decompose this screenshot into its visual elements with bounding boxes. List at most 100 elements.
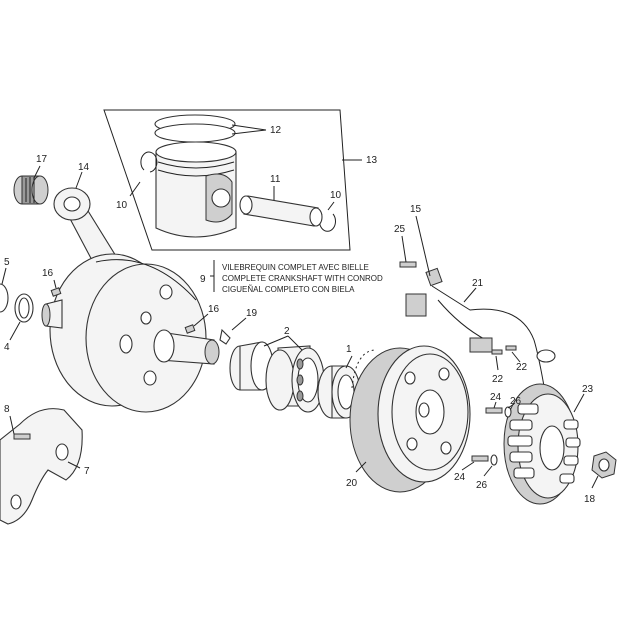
- callout-20: 20: [346, 478, 358, 489]
- caption-line-en: COMPLETE CRANKSHAFT WITH CONROD: [222, 274, 383, 283]
- bracket-hole-1: [55, 443, 69, 461]
- bracket-hole-2: [10, 494, 22, 510]
- leader-2a: [263, 335, 289, 347]
- bolt-24a: [485, 407, 503, 414]
- caption-line-es: CIGUEÑAL COMPLETO CON BIELA: [222, 285, 355, 294]
- harness-clamp: [425, 267, 443, 287]
- leader-12b: [231, 129, 267, 135]
- leader-26b: [483, 465, 493, 477]
- callout-26-top: 26: [510, 396, 522, 407]
- piston-pin-end-far: [309, 207, 323, 227]
- piston-groove-2: [157, 169, 235, 177]
- piston-kit-frame: [103, 109, 351, 251]
- callout-9: 9: [200, 274, 206, 285]
- callout-8: 8: [4, 404, 10, 415]
- leader-16a: [53, 279, 57, 289]
- woodruff-key-left: [50, 287, 62, 297]
- locating-pin: [219, 328, 231, 345]
- leader-23: [573, 393, 585, 413]
- callout-16-left: 16: [42, 268, 54, 279]
- callout-2: 2: [284, 326, 290, 337]
- conrod-small-end-bore: [63, 196, 81, 212]
- callout-24-bottom: 24: [454, 472, 466, 483]
- flywheel-hole-2: [438, 367, 450, 381]
- woodruff-key-right: [184, 324, 196, 334]
- screw-22a: [491, 349, 503, 355]
- crank-web-hole-4: [140, 311, 152, 325]
- callout-21: 21: [472, 278, 484, 289]
- callout-16-right: 16: [208, 304, 220, 315]
- leader-2b: [287, 335, 303, 351]
- crankshaft-group: [13, 165, 220, 413]
- crank-shaft-thread: [204, 339, 220, 365]
- callout-26-bottom: 26: [476, 480, 488, 491]
- callout-22-left: 22: [492, 374, 504, 385]
- callout-18: 18: [584, 494, 596, 505]
- callout-22-right: 22: [516, 362, 528, 373]
- flywheel-nut-bore: [598, 458, 610, 472]
- leader-1: [345, 355, 353, 369]
- leader-20: [355, 461, 367, 473]
- leader-22b: [511, 351, 521, 363]
- bolt-8: [13, 433, 31, 440]
- seal-5: [0, 283, 9, 313]
- leader-5: [1, 267, 7, 285]
- crank-left-thread: [41, 303, 51, 327]
- leader-24b: [461, 461, 475, 471]
- circlip-left: [140, 151, 158, 173]
- leader-15: [415, 215, 431, 277]
- leader-4: [9, 321, 21, 341]
- callout-24-top: 24: [490, 392, 502, 403]
- piston-groove-1: [157, 161, 235, 169]
- callout-5: 5: [4, 257, 10, 268]
- leader-17: [33, 165, 41, 179]
- harness-branch: [437, 299, 487, 341]
- bolt-24b: [471, 455, 489, 462]
- callout-4: 4: [4, 342, 10, 353]
- piston-ring-second: [154, 123, 236, 143]
- flywheel-hole-4: [440, 441, 452, 455]
- leader-18: [591, 475, 599, 489]
- stator-coils: [507, 403, 581, 484]
- leader-21: [463, 287, 477, 303]
- crank-shaft-shoulder: [153, 329, 175, 363]
- left-edge-parts: [0, 267, 83, 525]
- leader-19: [231, 317, 247, 331]
- main-bearing-group: [219, 317, 361, 419]
- piston-pin-end: [239, 195, 253, 215]
- callout-7: 7: [84, 466, 90, 477]
- leader-14: [75, 171, 83, 189]
- o-ring-4-inner: [18, 297, 30, 319]
- flywheel-hub-bore: [418, 402, 430, 418]
- leader-10b: [327, 201, 335, 211]
- leader-16b: [193, 313, 209, 327]
- stator-bore: [539, 425, 565, 471]
- crank-web-hole-2: [119, 334, 133, 354]
- crank-web-front: [85, 263, 207, 413]
- callout-12: 12: [270, 125, 282, 136]
- callout-15: 15: [410, 204, 422, 215]
- piston-kit-group: [103, 109, 362, 251]
- callout-23: 23: [582, 384, 594, 395]
- leader-24a: [493, 401, 497, 409]
- washer-26a: [504, 406, 512, 418]
- leader-22a: [495, 355, 499, 371]
- leader-10a: [129, 181, 141, 197]
- screw-22b: [505, 345, 517, 351]
- callout-10-left: 10: [116, 200, 128, 211]
- piston-pin-bore: [211, 188, 231, 208]
- callout-10-right: 10: [330, 190, 342, 201]
- flywheel-hub: [415, 389, 445, 435]
- pickup-sensor: [469, 337, 493, 353]
- crank-web-edge: [95, 259, 197, 301]
- washer-26b: [490, 454, 498, 466]
- callout-14: 14: [78, 162, 90, 173]
- roller-bearing-back: [265, 349, 295, 411]
- harness-connector: [405, 293, 427, 317]
- bolt-25: [399, 261, 417, 268]
- piston-pin: [243, 195, 319, 227]
- small-end-bearing: [13, 175, 49, 205]
- harness-grommet: [536, 349, 556, 363]
